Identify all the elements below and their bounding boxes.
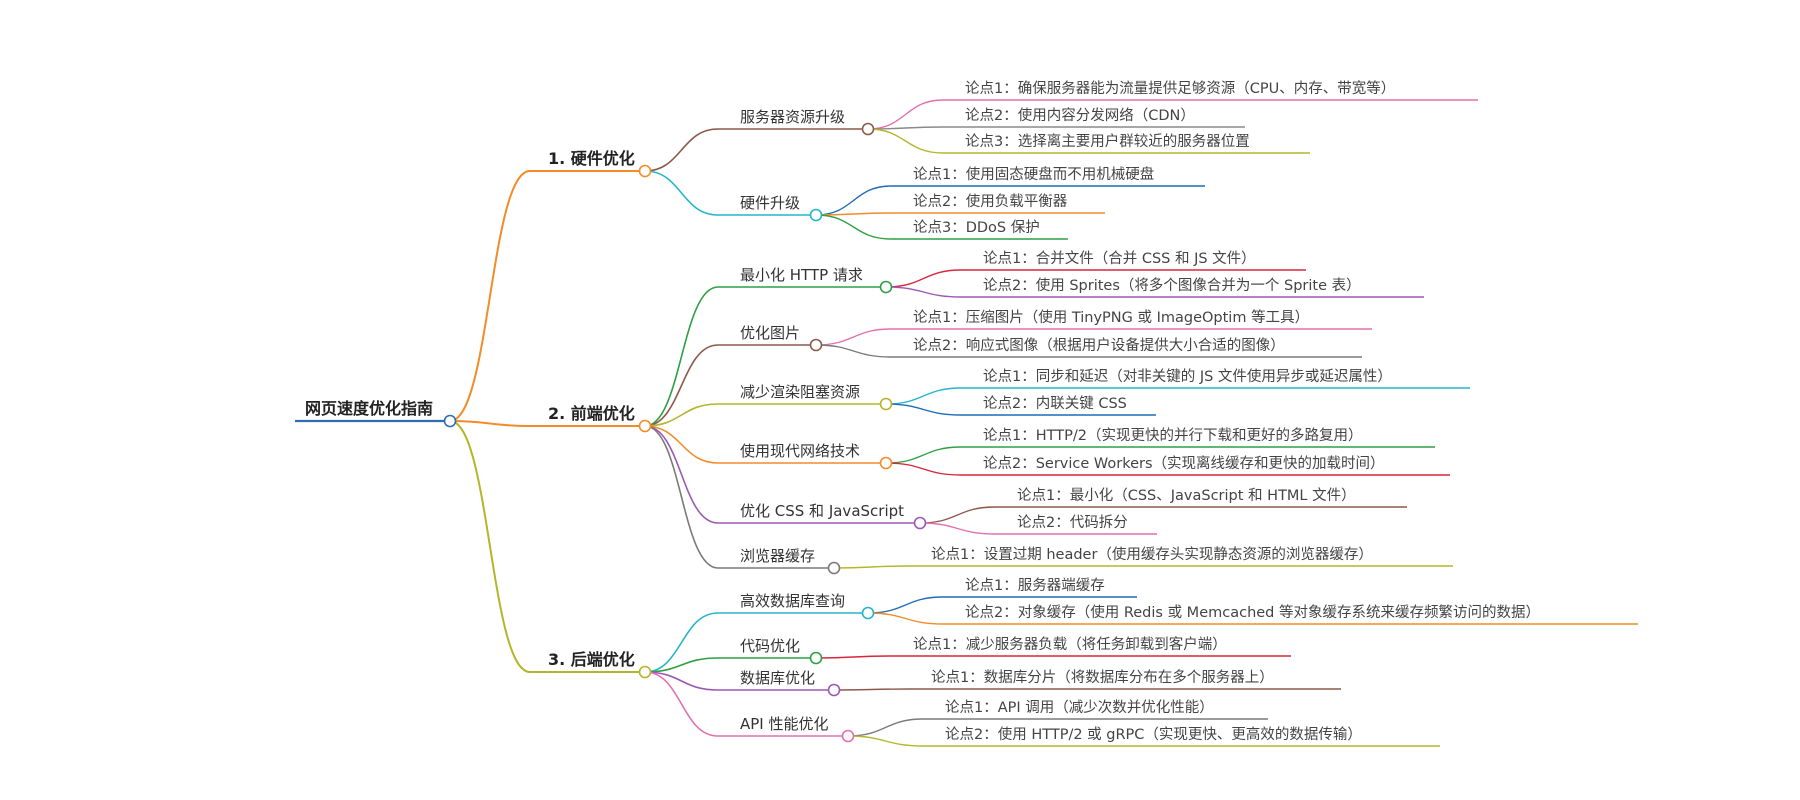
branch-connector bbox=[449, 420, 531, 427]
branch-node-dot[interactable] bbox=[638, 419, 652, 433]
subtopic-connector bbox=[644, 612, 719, 673]
argument-point: 论点3：选择离主要用户群较近的服务器位置 bbox=[965, 132, 1250, 150]
argument-point: 论点1：使用固态硬盘而不用机械硬盘 bbox=[913, 165, 1154, 183]
branch-node-dot[interactable] bbox=[638, 164, 652, 178]
argument-point: 论点2：使用 Sprites（将多个图像合并为一个 Sprite 表） bbox=[983, 277, 1361, 294]
subtopic: 数据库优化 bbox=[740, 669, 815, 687]
argument-point: 论点1：确保服务器能为流量提供足够资源（CPU、内存、带宽等） bbox=[965, 79, 1395, 97]
subtopic-connector bbox=[644, 128, 719, 172]
argument-point: 论点1：数据库分片（将数据库分布在多个服务器上） bbox=[931, 669, 1274, 686]
argument-point: 论点2：对象缓存（使用 Redis 或 Memcached 等对象缓存系统来缓存… bbox=[965, 603, 1540, 621]
point-connector bbox=[833, 688, 910, 691]
point-connector bbox=[815, 185, 892, 216]
point-connector bbox=[815, 214, 892, 240]
point-connector bbox=[815, 655, 892, 659]
point-connector bbox=[815, 328, 892, 346]
point-connector bbox=[885, 269, 962, 288]
point-connector bbox=[885, 387, 962, 405]
argument-point: 论点2：使用负载平衡器 bbox=[913, 193, 1068, 210]
root-node-dot[interactable] bbox=[443, 414, 457, 428]
point-connector bbox=[867, 612, 944, 625]
subtopic: 浏览器缓存 bbox=[740, 547, 815, 565]
subtopic: 最小化 HTTP 请求 bbox=[740, 266, 863, 284]
argument-point: 论点1：同步和延迟（对非关键的 JS 文件使用异步或延迟属性） bbox=[983, 368, 1392, 385]
argument-point: 论点2：使用 HTTP/2 或 gRPC（实现更快、更高效的数据传输） bbox=[945, 726, 1362, 743]
argument-point: 论点1：HTTP/2（实现更快的并行下载和更好的多路复用） bbox=[983, 426, 1362, 444]
subtopic: 减少渲染阻塞资源 bbox=[740, 383, 860, 401]
subtopic: 高效数据库查询 bbox=[740, 592, 845, 610]
point-connector bbox=[847, 718, 924, 737]
branch-topic: 1. 硬件优化 bbox=[548, 149, 635, 168]
branch-connector bbox=[449, 420, 531, 673]
argument-point: 论点2：使用内容分发网络（CDN） bbox=[965, 107, 1195, 124]
point-connector bbox=[919, 522, 996, 535]
subtopic: 优化图片 bbox=[740, 324, 800, 342]
point-connector bbox=[867, 128, 944, 154]
point-connector bbox=[919, 506, 996, 524]
subtopic-node-dot[interactable] bbox=[861, 122, 875, 136]
subtopic-node-dot[interactable] bbox=[809, 338, 823, 352]
subtopic-node-dot[interactable] bbox=[827, 683, 841, 697]
argument-point: 论点1：合并文件（合并 CSS 和 JS 文件） bbox=[983, 250, 1256, 267]
subtopic-connector bbox=[644, 403, 719, 427]
subtopic-node-dot[interactable] bbox=[827, 561, 841, 575]
subtopic-connector bbox=[644, 657, 719, 673]
point-connector bbox=[885, 403, 962, 416]
point-connector bbox=[867, 596, 944, 614]
argument-point: 论点1：设置过期 header（使用缓存头实现静态资源的浏览器缓存） bbox=[931, 546, 1373, 563]
subtopic-connector bbox=[644, 425, 719, 464]
subtopic-node-dot[interactable] bbox=[913, 516, 927, 530]
subtopic: 代码优化 bbox=[740, 637, 800, 655]
point-connector bbox=[885, 462, 962, 476]
argument-point: 论点2：响应式图像（根据用户设备提供大小合适的图像） bbox=[913, 336, 1285, 354]
subtopic-connector bbox=[644, 671, 719, 737]
point-connector bbox=[867, 99, 944, 130]
subtopic-connector bbox=[644, 170, 719, 216]
point-connector bbox=[833, 565, 910, 569]
argument-point: 论点1：压缩图片（使用 TinyPNG 或 ImageOptim 等工具） bbox=[913, 308, 1309, 326]
point-connector bbox=[847, 735, 924, 747]
subtopic-node-dot[interactable] bbox=[841, 729, 855, 743]
subtopic: 硬件升级 bbox=[740, 194, 800, 212]
argument-point: 论点3：DDoS 保护 bbox=[913, 219, 1040, 236]
argument-point: 论点2：内联关键 CSS bbox=[983, 395, 1127, 412]
argument-point: 论点1：最小化（CSS、JavaScript 和 HTML 文件） bbox=[1017, 487, 1356, 504]
subtopic-connector bbox=[644, 344, 719, 427]
branch-node-dot[interactable] bbox=[638, 665, 652, 679]
subtopic: 优化 CSS 和 JavaScript bbox=[740, 502, 904, 520]
subtopic-node-dot[interactable] bbox=[879, 456, 893, 470]
point-connector bbox=[885, 446, 962, 464]
subtopic-node-dot[interactable] bbox=[809, 208, 823, 222]
branch-connector bbox=[449, 170, 531, 422]
subtopic-node-dot[interactable] bbox=[809, 651, 823, 665]
branch-topic: 3. 后端优化 bbox=[548, 650, 635, 669]
point-connector bbox=[815, 344, 892, 358]
subtopic: 使用现代网络技术 bbox=[740, 442, 860, 460]
subtopic: API 性能优化 bbox=[740, 715, 829, 733]
argument-point: 论点1：服务器端缓存 bbox=[965, 577, 1105, 594]
argument-point: 论点1：API 调用（减少次数并优化性能） bbox=[945, 699, 1214, 716]
subtopic-node-dot[interactable] bbox=[861, 606, 875, 620]
subtopic-connector bbox=[644, 286, 719, 427]
argument-point: 论点2：代码拆分 bbox=[1017, 514, 1128, 531]
branch-topic: 2. 前端优化 bbox=[548, 404, 635, 423]
subtopic-node-dot[interactable] bbox=[879, 397, 893, 411]
argument-point: 论点1：减少服务器负载（将任务卸载到客户端） bbox=[913, 636, 1227, 653]
point-connector bbox=[885, 286, 962, 298]
subtopic-connector bbox=[644, 425, 719, 524]
subtopic-node-dot[interactable] bbox=[879, 280, 893, 294]
subtopic-connector bbox=[644, 671, 719, 691]
argument-point: 论点2：Service Workers（实现离线缓存和更快的加载时间） bbox=[983, 455, 1385, 472]
subtopic: 服务器资源升级 bbox=[740, 108, 845, 126]
root-topic: 网页速度优化指南 bbox=[305, 399, 433, 418]
subtopic-connector bbox=[644, 425, 719, 569]
